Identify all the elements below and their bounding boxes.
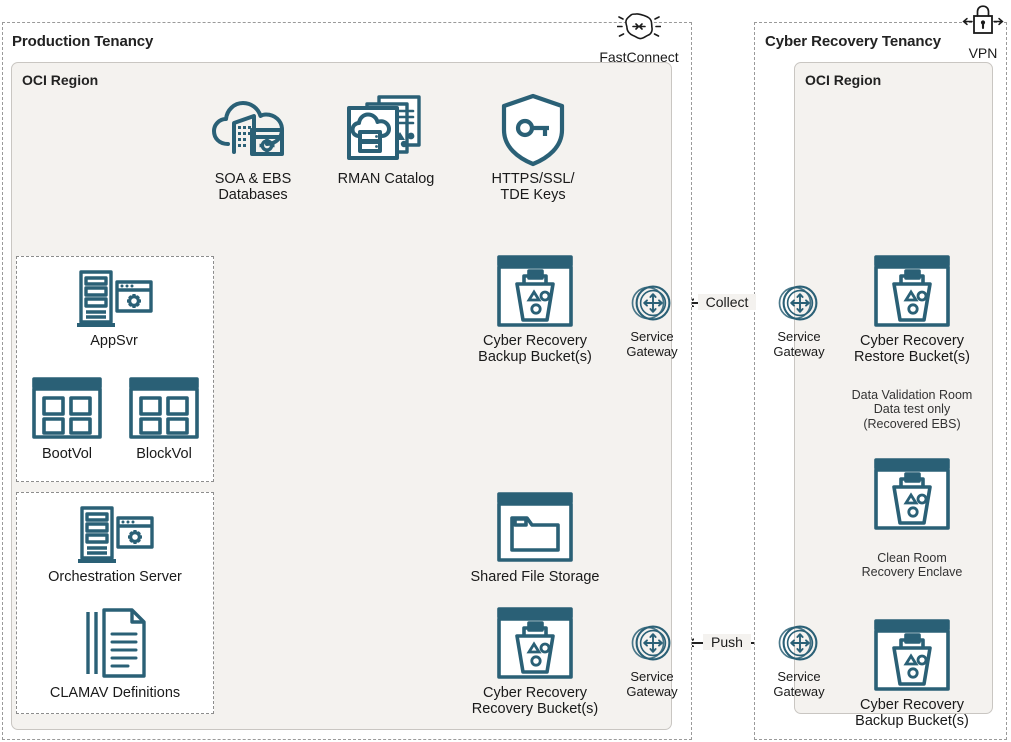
node-cr-service-gateway-bottom[interactable]: Service Gateway [761, 621, 837, 699]
node-label: Service Gateway [626, 669, 678, 699]
object-storage-bucket-icon [870, 616, 954, 694]
documents-icon [74, 606, 156, 682]
node-label: BootVol [42, 446, 92, 462]
service-gateway-icon [628, 621, 676, 667]
service-gateway-icon [628, 281, 676, 327]
node-label: AppSvr [90, 333, 138, 349]
production-oci-region-title: OCI Region [22, 72, 99, 88]
node-label: Service Gateway [626, 329, 678, 359]
block-volume-icon [126, 375, 202, 443]
node-https-ssl-tde-keys[interactable]: HTTPS/SSL/ TDE Keys [478, 92, 588, 203]
app-server-icon [72, 504, 158, 566]
object-storage-bucket-icon [870, 252, 954, 330]
shield-key-icon [496, 92, 570, 168]
node-blockvol[interactable]: BlockVol [122, 375, 206, 462]
edge-label-collect: Collect [698, 294, 756, 311]
vpn-node[interactable]: VPN [957, 2, 1009, 61]
node-label: RMAN Catalog [337, 171, 435, 187]
vpn-label: VPN [968, 45, 998, 61]
node-label: Cyber Recovery Backup Bucket(s) [478, 333, 592, 366]
node-prod-backup-bucket[interactable]: Cyber Recovery Backup Bucket(s) [468, 252, 602, 365]
node-label: Cyber Recovery Recovery Bucket(s) [471, 685, 599, 718]
node-label: Shared File Storage [470, 569, 600, 585]
node-appsvr[interactable]: AppSvr [62, 268, 166, 349]
object-storage-bucket-icon [493, 604, 577, 682]
node-prod-service-gateway-bottom[interactable]: Service Gateway [614, 621, 690, 699]
node-label: Service Gateway [773, 329, 825, 359]
node-clamav-definitions[interactable]: CLAMAV Definitions [34, 606, 196, 701]
service-gateway-icon [775, 281, 823, 327]
rman-catalog-icon [341, 92, 431, 168]
production-tenancy-title: Production Tenancy [12, 33, 154, 50]
block-volume-icon [29, 375, 105, 443]
cyber-recovery-tenancy-title: Cyber Recovery Tenancy [765, 33, 941, 50]
node-prod-recovery-bucket[interactable]: Cyber Recovery Recovery Bucket(s) [468, 604, 602, 717]
node-label: Cyber Recovery Restore Bucket(s) [853, 333, 971, 366]
object-storage-bucket-icon [493, 252, 577, 330]
node-orchestration-server[interactable]: Orchestration Server [34, 504, 196, 585]
fastconnect-node[interactable]: FastConnect [595, 6, 683, 65]
node-label: Cyber Recovery Backup Bucket(s) [855, 697, 969, 730]
node-rman-catalog[interactable]: RMAN Catalog [333, 92, 439, 187]
production-compute-group [16, 256, 214, 482]
cyber-recovery-oci-region-title: OCI Region [805, 72, 882, 88]
node-prod-service-gateway-top[interactable]: Service Gateway [614, 281, 690, 359]
fastconnect-icon [616, 6, 662, 51]
edge-label-clean-room: Clean Room Recovery Enclave [861, 551, 963, 580]
node-label: CLAMAV Definitions [49, 685, 181, 701]
app-server-icon [71, 268, 157, 330]
file-storage-icon [494, 490, 576, 566]
node-label: Service Gateway [773, 669, 825, 699]
edge-label-data-validation-room: Data Validation Room Data test only (Rec… [851, 388, 973, 431]
node-label: BlockVol [136, 446, 192, 462]
node-cr-middle-bucket[interactable] [845, 455, 979, 536]
cloud-database-icon [210, 92, 296, 168]
node-shared-file-storage[interactable]: Shared File Storage [458, 490, 612, 585]
node-bootvol[interactable]: BootVol [25, 375, 109, 462]
object-storage-bucket-icon [870, 455, 954, 533]
node-cr-service-gateway-top[interactable]: Service Gateway [761, 281, 837, 359]
fastconnect-label: FastConnect [599, 49, 679, 65]
node-label: SOA & EBS Databases [214, 171, 292, 204]
node-cr-backup-bucket[interactable]: Cyber Recovery Backup Bucket(s) [845, 616, 979, 729]
node-label: HTTPS/SSL/ TDE Keys [491, 171, 575, 204]
vpn-lock-icon [958, 2, 1008, 47]
node-cr-restore-bucket[interactable]: Cyber Recovery Restore Bucket(s) [845, 252, 979, 365]
cyber-recovery-oci-region [794, 62, 993, 714]
service-gateway-icon [775, 621, 823, 667]
edge-label-push: Push [703, 634, 751, 651]
node-soa-ebs-databases[interactable]: SOA & EBS Databases [197, 92, 309, 203]
node-label: Orchestration Server [48, 569, 182, 585]
